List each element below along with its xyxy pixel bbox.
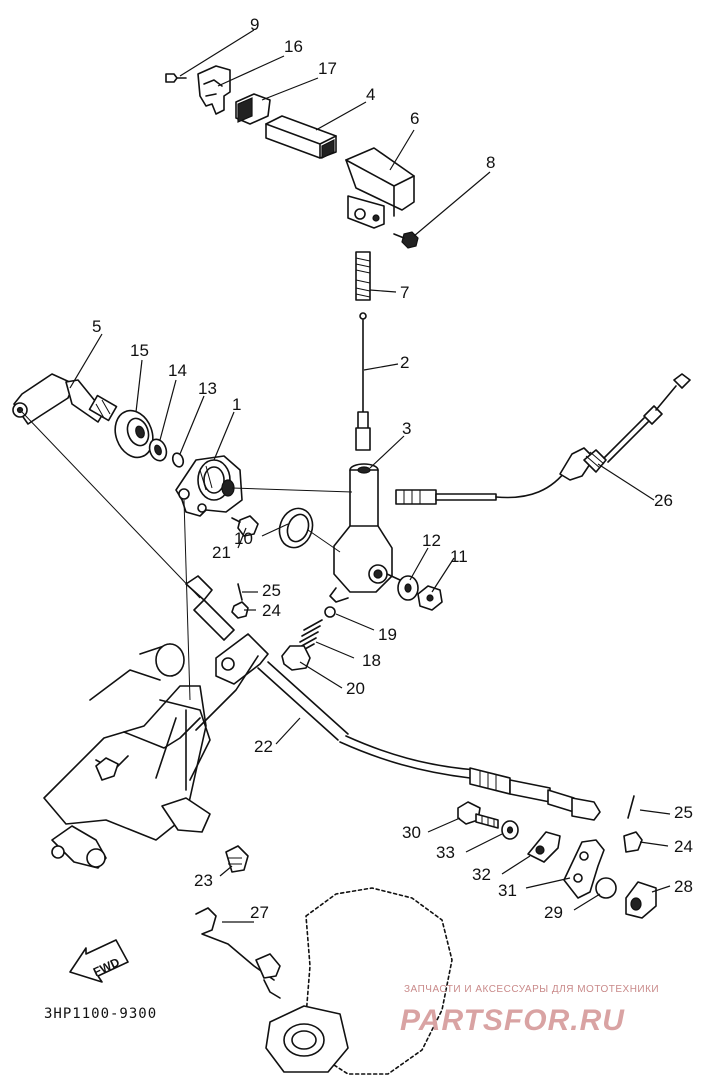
part-28-bushing — [625, 881, 657, 919]
callout-10: 10 — [234, 529, 253, 548]
callout-13: 13 — [198, 379, 217, 398]
callout-20: 20 — [346, 679, 365, 698]
part-10-seal — [278, 507, 314, 549]
callout-31: 31 — [498, 881, 517, 900]
callout-4: 4 — [366, 85, 375, 104]
leader-lines — [21, 29, 671, 923]
part-18-spring — [295, 619, 323, 655]
part-26-cable — [395, 373, 691, 505]
part-31-bracket — [563, 839, 605, 899]
part-22-shift-rod — [185, 575, 601, 821]
part-1-housing — [175, 455, 243, 517]
part-2-rod — [355, 312, 371, 451]
part-7-stud — [355, 251, 371, 301]
callout-15: 15 — [130, 341, 149, 360]
callout-16: 16 — [284, 37, 303, 56]
part-27-cable — [195, 907, 281, 999]
callout-7: 7 — [400, 283, 409, 302]
part-24-bolt-top — [231, 601, 249, 619]
part-15-bushing — [114, 409, 154, 459]
part-21-bolt — [231, 515, 259, 537]
callout-17: 17 — [318, 59, 337, 78]
callout-1: 1 — [232, 395, 241, 414]
part-32-plate — [527, 831, 561, 863]
part-23-fitting — [225, 845, 249, 873]
callout-32: 32 — [472, 865, 491, 884]
callout-19: 19 — [378, 625, 397, 644]
part-25-pin-top — [237, 583, 243, 601]
callout-30: 30 — [402, 823, 421, 842]
part-5-lever-arm — [12, 373, 118, 425]
callout-29: 29 — [544, 903, 563, 922]
part-24-bolt-bottom — [623, 831, 643, 853]
callout-11: 11 — [450, 547, 468, 566]
callout-27: 27 — [250, 903, 269, 922]
part-20-cap — [281, 645, 311, 671]
part-33-washer — [501, 820, 519, 840]
callout-23: 23 — [194, 871, 213, 890]
callout-33: 33 — [436, 843, 455, 862]
callout-24-top: 24 — [262, 601, 281, 620]
part-12-washer — [397, 575, 419, 601]
part-3-shift-shaft — [329, 463, 401, 603]
callout-28: 28 — [674, 877, 693, 896]
callout-3: 3 — [402, 419, 411, 438]
callout-9: 9 — [250, 15, 259, 34]
callout-8: 8 — [486, 153, 495, 172]
frame-bracket — [43, 643, 259, 869]
part-25-pin-bottom — [627, 795, 635, 819]
part-29-collar — [595, 877, 617, 899]
callout-21: 21 — [212, 543, 231, 562]
callout-24-bottom: 24 — [674, 837, 693, 856]
callout-22: 22 — [254, 737, 273, 756]
callout-6: 6 — [410, 109, 419, 128]
callout-numbers: 9 16 17 4 6 8 7 2 5 15 14 13 1 3 26 12 1… — [92, 15, 693, 922]
callout-14: 14 — [168, 361, 187, 380]
part-19-ball — [324, 606, 336, 618]
part-14-washer — [148, 438, 168, 462]
part-6-pedal-knob — [345, 147, 415, 229]
part-13-oring — [171, 452, 185, 468]
part-8-bolt — [393, 231, 419, 249]
part-30-bolt — [457, 801, 499, 829]
part-9-screw — [165, 73, 187, 83]
part-17-block — [235, 93, 271, 125]
callout-26: 26 — [654, 491, 673, 510]
watermark-tagline: ЗАПЧАСТИ И АКСЕССУАРЫ ДЛЯ МОТОТЕХНИКИ — [404, 984, 659, 995]
callout-25-bottom: 25 — [674, 803, 693, 822]
watermark-brand: PARTSFOR.RU — [400, 1004, 625, 1037]
engine-case — [265, 887, 453, 1075]
diagram-code: 3HP1100-9300 — [44, 1006, 157, 1022]
part-4-bar — [265, 115, 337, 159]
callout-25-top: 25 — [262, 581, 281, 600]
callout-12: 12 — [422, 531, 441, 550]
part-16-bracket — [197, 65, 231, 115]
watermark: ЗАПЧАСТИ И АКСЕССУАРЫ ДЛЯ МОТОТЕХНИКИ PA… — [400, 984, 659, 1037]
callout-18: 18 — [362, 651, 381, 670]
fwd-arrow: FWD — [69, 939, 129, 983]
callout-2: 2 — [400, 353, 409, 372]
part-11-nut — [417, 585, 443, 611]
callout-5: 5 — [92, 317, 101, 336]
